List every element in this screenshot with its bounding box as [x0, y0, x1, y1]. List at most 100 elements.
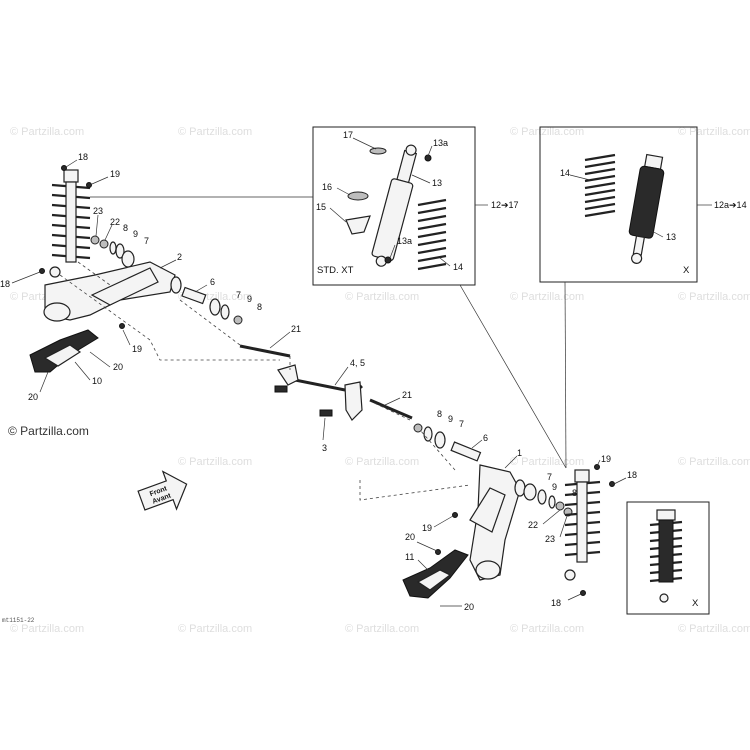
nut: [86, 182, 92, 188]
callout-2: 2: [177, 252, 182, 262]
callout-7: 7: [547, 472, 552, 482]
callout-22: 22: [110, 217, 120, 227]
shock-cap: [574, 469, 590, 483]
watermark: © Partzilla.com: [510, 126, 584, 138]
callout-4-5: 4, 5: [350, 358, 365, 368]
bearing: [115, 243, 125, 259]
watermark: © Partzilla.com: [178, 623, 252, 635]
callout-11: 11: [405, 552, 414, 562]
pivot-shaft: [239, 344, 291, 358]
callout-20: 20: [464, 602, 474, 612]
assembly-line: [59, 261, 291, 370]
sway-bar-arm: [344, 381, 363, 421]
callout-7: 7: [144, 236, 149, 246]
callout-23: 23: [545, 534, 555, 544]
watermark: © Partzilla.com: [345, 291, 419, 303]
leader: [459, 284, 567, 469]
skid-plate-inner: [43, 344, 82, 367]
callout-14: 14: [453, 262, 463, 272]
callout-9: 9: [552, 482, 557, 492]
shock-rod: [396, 149, 418, 184]
callout-9: 9: [247, 294, 252, 304]
seal: [423, 426, 433, 442]
bushing: [99, 239, 109, 249]
a-arm-bushing: [43, 302, 71, 322]
callout-20: 20: [405, 532, 415, 542]
callout-3: 3: [322, 443, 327, 453]
seal: [548, 495, 556, 509]
inset-ref: 12➔17: [491, 200, 519, 210]
assembly-line: [359, 401, 471, 501]
a-arm-bushing: [475, 560, 501, 580]
callout-1: 1: [517, 448, 522, 458]
bolt: [61, 165, 67, 171]
bracket: [319, 409, 333, 417]
callout-16: 16: [322, 182, 332, 192]
bushing: [345, 215, 371, 235]
shock-eye: [659, 593, 669, 603]
callout-8: 8: [257, 302, 262, 312]
bracket: [274, 385, 288, 393]
shock-eye: [631, 252, 643, 264]
callout-6: 6: [483, 433, 488, 443]
callout-18: 18: [627, 470, 637, 480]
callout-13a: 13a: [433, 138, 448, 148]
watermark: © Partzilla.com: [345, 623, 419, 635]
a-arm-web: [90, 267, 159, 306]
callout-23: 23: [93, 206, 103, 216]
callout-17: 17: [343, 130, 353, 140]
watermarks: © Partzilla.com © Partzilla.com © Partzi…: [10, 126, 750, 635]
spring-seat: [347, 191, 369, 201]
callout-13: 13: [432, 178, 442, 188]
washer: [413, 423, 423, 433]
inset-x: 14 13 X 12a➔14: [539, 126, 747, 283]
pivot-sleeve: [181, 286, 207, 305]
bolt: [580, 590, 586, 596]
spring-seat: [369, 147, 387, 155]
shock-rod: [632, 235, 646, 256]
callout-9: 9: [133, 229, 138, 239]
leader: [564, 281, 567, 469]
spring: [417, 198, 447, 271]
right-a-arm: [452, 464, 526, 581]
callout-18: 18: [0, 279, 10, 289]
inset-box: [626, 501, 710, 615]
inset-x-small: X: [626, 501, 710, 615]
inset-std-xt: 17 13a 13 16 15 13a 14 STD. XT 12➔17: [312, 126, 519, 286]
callout-19: 19: [422, 523, 432, 533]
seal: [220, 304, 230, 320]
bearing: [209, 298, 221, 316]
callout-13a: 13a: [397, 236, 412, 246]
callout-6: 6: [210, 277, 215, 287]
shock-cap: [656, 509, 676, 521]
watermark: © Partzilla.com: [178, 126, 252, 138]
right-pivot-parts: [413, 423, 482, 462]
bolt: [39, 268, 45, 274]
right-shock: [564, 464, 615, 596]
callout-15: 15: [316, 202, 326, 212]
watermark: © Partzilla.com: [178, 456, 252, 468]
inset-box: [312, 126, 476, 286]
left-washers: [90, 235, 135, 268]
right-skid-plate: [402, 549, 469, 599]
spacer: [121, 250, 135, 268]
callout-19: 19: [601, 454, 611, 464]
shock-body: [628, 165, 665, 239]
shock-body: [65, 181, 77, 263]
pivot-shaft: [369, 398, 413, 420]
brand-label: © Partzilla.com: [8, 424, 89, 438]
pivot-sleeve: [450, 441, 482, 462]
left-skid-plate: [29, 329, 99, 373]
watermark: © Partzilla.com: [678, 456, 750, 468]
shock-eye: [405, 144, 417, 156]
bolt: [435, 549, 441, 555]
bushing: [384, 256, 392, 264]
washer: [233, 315, 243, 325]
callout-18: 18: [78, 152, 88, 162]
right-washers: [523, 483, 573, 517]
callout-19: 19: [110, 169, 120, 179]
watermark: © Partzilla.com: [510, 456, 584, 468]
callout-21: 21: [291, 324, 301, 334]
seal: [109, 241, 117, 255]
left-shock: [39, 165, 92, 278]
